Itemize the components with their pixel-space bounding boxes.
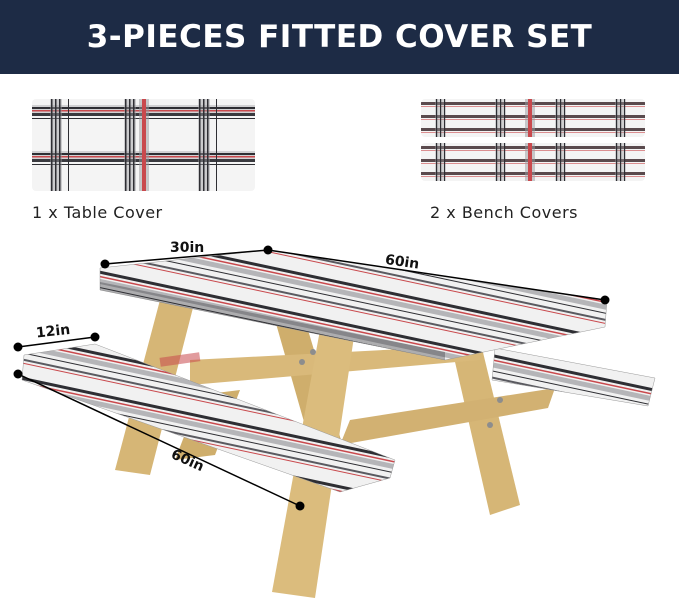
title-banner: 3-PIECES FITTED COVER SET [0,0,679,74]
bench-covers-caption: 2 x Bench Covers [430,203,578,222]
front-bench-cover [21,343,396,493]
table-cover-caption: 1 x Table Cover [32,203,163,222]
table-cover-swatch [32,99,255,191]
bench-cover-swatch-1 [421,99,645,137]
dimension-bench-width: 12in [13,322,100,352]
svg-text:60in: 60in [384,252,420,273]
dimension-table-length: 60in [267,249,610,305]
bench-cover-swatch-2 [421,143,645,181]
svg-text:12in: 12in [35,322,71,341]
picnic-table-illustration: 30in 60in 12in 60in [0,220,679,604]
banner-title: 3-PIECES FITTED COVER SET [86,19,593,55]
back-bench-cover [491,347,656,407]
svg-text:30in: 30in [170,240,204,256]
